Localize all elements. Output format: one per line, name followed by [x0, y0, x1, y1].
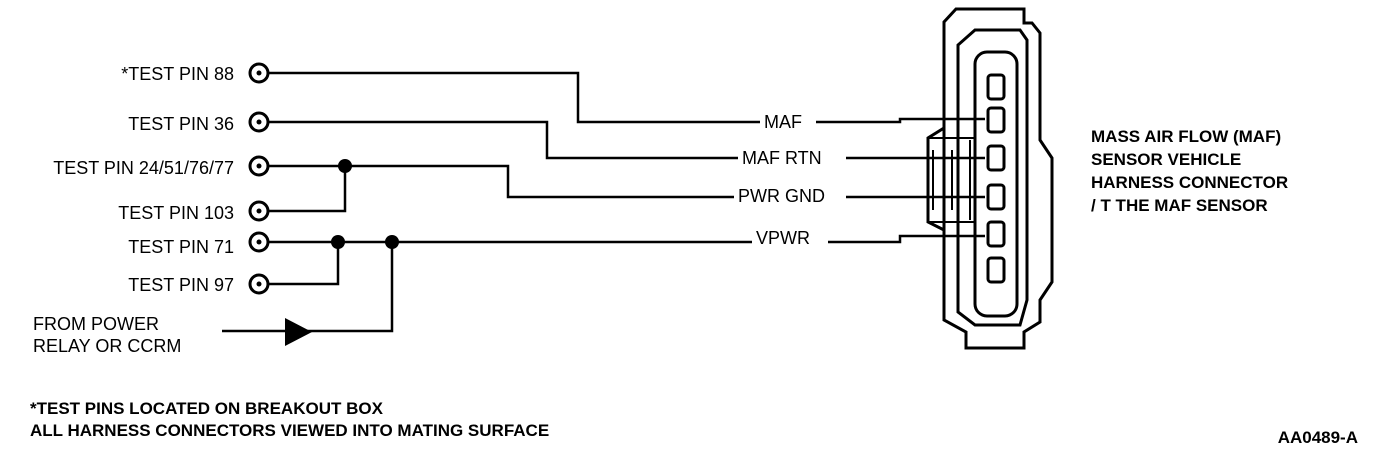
wire-maf-rtn	[268, 120, 985, 160]
connector-cavity	[986, 183, 1006, 211]
pin-label-24-51-76-77: TEST PIN 24/51/76/77	[53, 158, 234, 178]
note-line1: *TEST PINS LOCATED ON BREAKOUT BOX	[30, 399, 384, 418]
junction-dot	[385, 235, 399, 249]
pin-label-36: TEST PIN 36	[128, 114, 234, 134]
connector-cavity	[986, 144, 1006, 172]
note-line2: ALL HARNESS CONNECTORS VIEWED INTO MATIN…	[30, 421, 549, 440]
maf-connector	[926, 7, 1054, 350]
connector-cavity	[986, 256, 1006, 284]
pin-terminal-103	[248, 200, 270, 222]
signal-label-vpwr: VPWR	[756, 228, 810, 248]
figure-id: AA0489-A	[1278, 428, 1358, 447]
pin-terminal-97	[248, 273, 270, 295]
pin-terminal-24	[248, 155, 270, 177]
pin-terminal-88	[248, 62, 270, 84]
pin-label-97: TEST PIN 97	[128, 275, 234, 295]
signal-label-maf-rtn: MAF RTN	[742, 148, 822, 168]
connector-caption-line2: SENSOR VEHICLE	[1091, 150, 1241, 169]
junction-dot	[331, 235, 345, 249]
wire-vpwr	[268, 234, 985, 244]
wire-power-feed	[222, 242, 394, 333]
power-source-line2: RELAY OR CCRM	[33, 336, 181, 356]
power-arrow-icon	[285, 318, 312, 346]
wire-pin103-branch	[268, 166, 347, 213]
wire-pwr-gnd	[268, 164, 985, 199]
junction-dot	[338, 159, 352, 173]
signal-label-maf: MAF	[764, 112, 802, 132]
connector-cavity	[986, 73, 1006, 101]
signal-label-pwr-gnd: PWR GND	[738, 186, 825, 206]
connector-cavity	[986, 106, 1006, 134]
pin-label-88: *TEST PIN 88	[121, 64, 234, 84]
wire-maf	[268, 71, 985, 124]
power-source-line1: FROM POWER	[33, 314, 159, 334]
connector-caption-line4: / T THE MAF SENSOR	[1091, 196, 1268, 215]
pin-terminal-71	[248, 231, 270, 253]
wire-pin97-branch	[268, 242, 340, 286]
connector-cavity	[986, 220, 1006, 248]
connector-caption-line1: MASS AIR FLOW (MAF)	[1091, 127, 1281, 146]
pin-label-103: TEST PIN 103	[118, 203, 234, 223]
pin-label-71: TEST PIN 71	[128, 237, 234, 257]
pin-terminal-36	[248, 111, 270, 133]
connector-caption-line3: HARNESS CONNECTOR	[1091, 173, 1288, 192]
